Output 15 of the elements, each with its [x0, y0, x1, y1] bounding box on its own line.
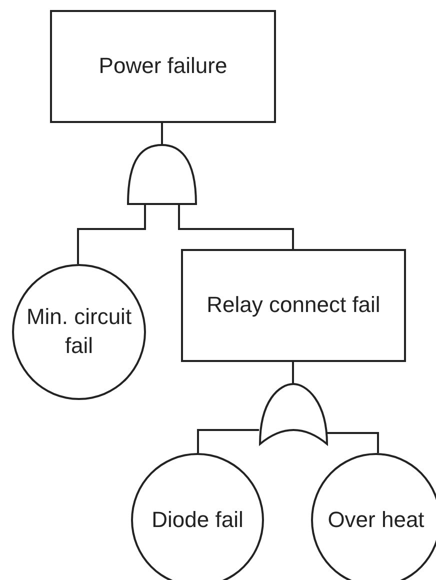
- connector-line: [178, 205, 294, 249]
- connector-line: [77, 205, 146, 264]
- connector-line: [327, 432, 379, 453]
- event-label: Min. circuit fail: [25, 303, 133, 360]
- and-gate: [127, 144, 197, 205]
- event-label: Over heat: [326, 506, 426, 534]
- or-gate: [259, 383, 328, 445]
- event-label: Relay connect fail: [206, 291, 382, 320]
- connector-line: [197, 429, 259, 453]
- event-label: Diode fail: [150, 506, 244, 534]
- event-label: Power failure: [98, 52, 228, 80]
- connector-line: [161, 123, 163, 145]
- connector-line: [292, 362, 294, 384]
- event-box: [181, 249, 406, 362]
- event-box: [50, 10, 276, 123]
